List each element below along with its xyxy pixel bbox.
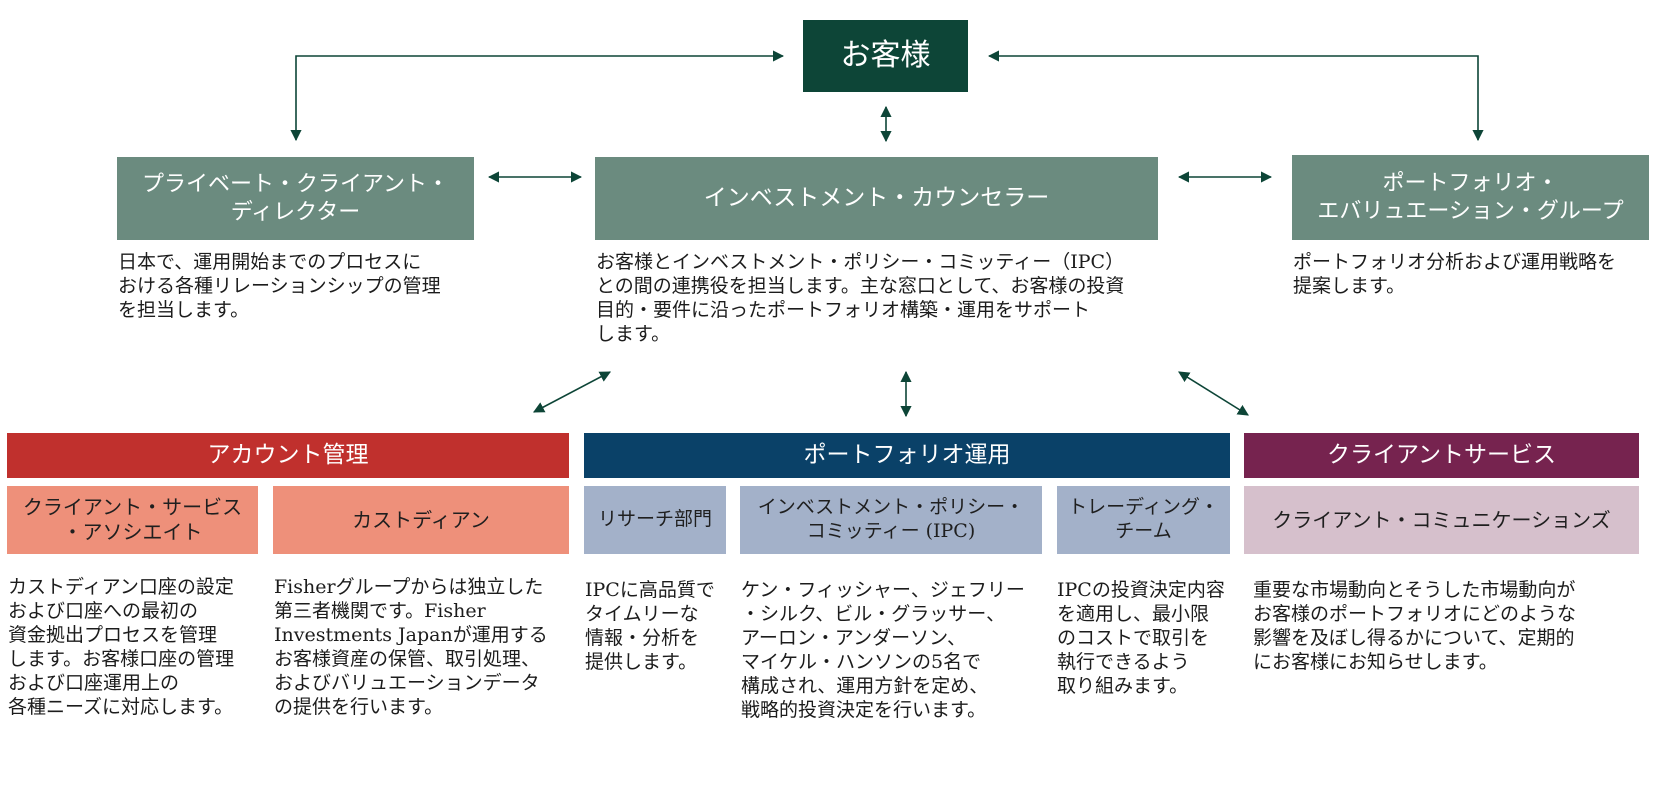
- customer-label: お客様: [840, 38, 931, 74]
- account-associate-description: カストディアン口座の設定 および口座への最初の 資金拠出プロセスを管理 します。…: [8, 576, 235, 718]
- portfolio-sub-trading-label: トレーディング・ チーム: [1068, 496, 1219, 542]
- peg-title: ポートフォリオ・ エバリュエーション・グループ: [1317, 171, 1624, 224]
- account-sub-associate: クライアント・サービス ・アソシエイト: [7, 486, 258, 554]
- portfolio-sub-trading: トレーディング・ チーム: [1057, 486, 1230, 554]
- account-sub-associate-label: クライアント・サービス ・アソシエイト: [22, 495, 243, 544]
- portfolio-title: ポートフォリオ運用: [803, 442, 1011, 469]
- client-sub-communications: クライアント・コミュニケーションズ: [1244, 486, 1639, 554]
- portfolio-header: ポートフォリオ運用: [584, 433, 1230, 478]
- arrow-customer-peg: [987, 50, 1484, 142]
- portfolio-sub-research: リサーチ部門: [584, 486, 726, 554]
- portfolio-sub-ipc-label: インベストメント・ポリシー・ コミッティー (IPC): [757, 496, 1025, 542]
- peg-box: ポートフォリオ・ エバリュエーション・グループ: [1292, 155, 1649, 240]
- arrow-customer-pcd: [290, 50, 785, 142]
- customer-box: お客様: [803, 20, 968, 92]
- ic-box: インベストメント・カウンセラー: [595, 157, 1158, 240]
- ic-title: インベストメント・カウンセラー: [703, 185, 1050, 212]
- account-custodian-description: Fisherグループからは独立した 第三者機関です。Fisher Investm…: [274, 576, 548, 718]
- portfolio-sub-research-label: リサーチ部門: [597, 508, 712, 531]
- client-communications-description: 重要な市場動向とそうした市場動向が お客様のポートフォリオにどのような 影響を及…: [1253, 579, 1577, 673]
- portfolio-ipc-description: ケン・フィッシャー、ジェフリー ・シルク、ビル・グラッサー、 アーロン・アンダー…: [741, 579, 1025, 721]
- account-sub-custodian-label: カストディアン: [352, 507, 490, 532]
- peg-description: ポートフォリオ分析および運用戦略を 提案します。: [1293, 251, 1617, 297]
- arrow-ic-account: [533, 371, 611, 413]
- pcd-box: プライベート・クライアント・ ディレクター: [117, 157, 474, 240]
- pcd-title: プライベート・クライアント・ ディレクター: [141, 172, 450, 225]
- portfolio-research-description: IPCに高品質で タイムリーな 情報・分析を 提供します。: [585, 579, 715, 673]
- account-sub-custodian: カストディアン: [273, 486, 569, 554]
- arrow-ic-client: [1178, 371, 1249, 416]
- client-sub-communications-label: クライアント・コミュニケーションズ: [1272, 507, 1611, 532]
- portfolio-sub-ipc: インベストメント・ポリシー・ コミッティー (IPC): [740, 486, 1042, 554]
- account-header: アカウント管理: [7, 433, 569, 478]
- client-title: クライアントサービス: [1326, 442, 1557, 469]
- ic-description: お客様とインベストメント・ポリシー・コミッティー（IPC） との間の連携役を担当…: [596, 251, 1125, 345]
- account-title: アカウント管理: [207, 442, 369, 469]
- pcd-description: 日本で、運用開始までのプロセスに おける各種リレーションシップの管理 を担当しま…: [118, 251, 441, 321]
- client-header: クライアントサービス: [1244, 433, 1639, 478]
- portfolio-trading-description: IPCの投資決定内容 を適用し、最小限 のコストで取引を 執行できるよう 取り組…: [1057, 579, 1225, 697]
